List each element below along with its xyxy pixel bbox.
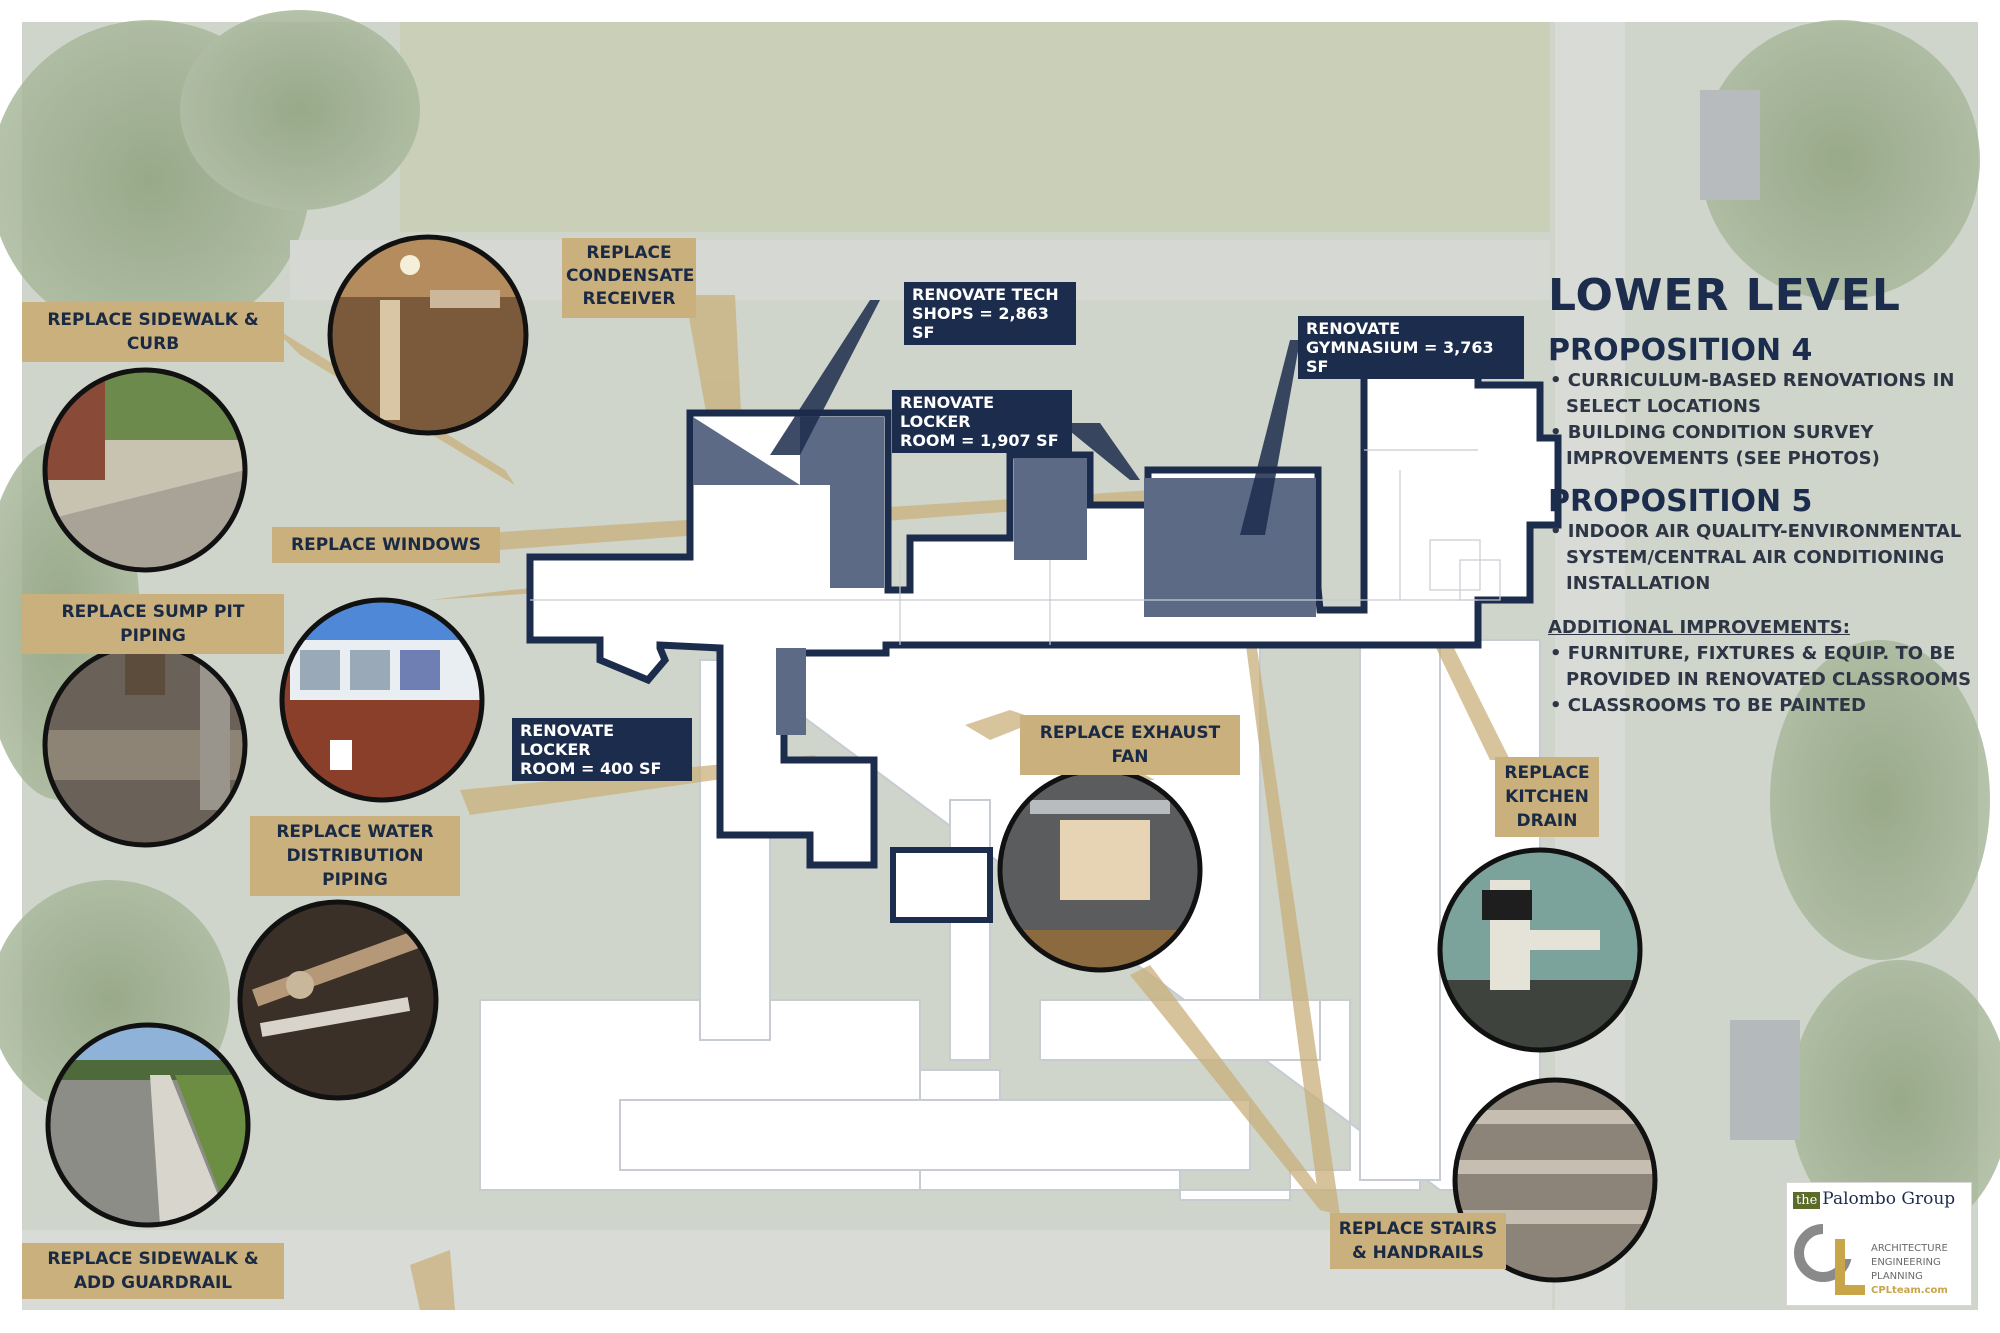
label-kitchen-drain: REPLACE KITCHEN DRAIN [1495,757,1599,837]
label-text: REPLACE [1504,763,1590,783]
label-text: KITCHEN [1505,787,1589,807]
proposition-5-heading: PROPOSITION 5 [1548,484,1813,519]
proposition-5-item: INDOOR AIR QUALITY-ENVIRONMENTAL SYSTEM/… [1548,519,1988,597]
additional-improvements-heading: ADDITIONAL IMPROVEMENTS: [1548,617,1850,638]
photo-sidewalk-curb [45,370,245,570]
photo-windows [282,600,482,800]
additional-item: FURNITURE, FIXTURES & EQUIP. TO BE PROVI… [1548,641,1988,693]
cpl-mark-icon [1794,1219,1865,1295]
label-condensate-receiver: REPLACE CONDENSATE RECEIVER [562,238,696,318]
lower-level-annex [890,847,993,923]
label-text: REPLACE SUMP PIT PIPING [61,602,245,646]
page-title: LOWER LEVEL [1548,270,1901,321]
label-text: RECEIVER [582,289,676,309]
logo-url: CPLteam.com [1871,1285,1948,1296]
renovation-locker-400 [776,648,806,735]
label-text: REPLACE STAIRS [1338,1219,1498,1239]
label-text: ADD GUARDRAIL [73,1273,233,1293]
label-renovate-locker-1907: RENOVATE LOCKER ROOM = 1,907 SF [892,390,1072,453]
label-text: REPLACE SIDEWALK & [47,1249,259,1269]
renovation-tech-shops [693,417,884,588]
label-renovate-tech-shops: RENOVATE TECH SHOPS = 2,863 SF [904,282,1076,345]
label-renovate-gymnasium: RENOVATE GYMNASIUM = 3,763 SF [1298,316,1524,379]
logo-line-3: PLANNING [1871,1271,1923,1282]
label-water-distribution-piping: REPLACE WATER DISTRIBUTION PIPING [250,816,460,896]
proposition-4-item: CURRICULUM-BASED RENOVATIONS IN SELECT L… [1548,368,1988,420]
label-sidewalk-guardrail: REPLACE SIDEWALK & ADD GUARDRAIL [22,1243,284,1299]
proposition-4-item: BUILDING CONDITION SURVEY IMPROVEMENTS (… [1548,420,1988,472]
logo-line-2: ENGINEERING [1871,1257,1941,1268]
additional-item: CLASSROOMS TO BE PAINTED [1548,693,1988,719]
tree-canopy [0,10,2000,1240]
photo-water-piping [240,902,436,1098]
label-renovate-locker-400: RENOVATE LOCKER ROOM = 400 SF [512,718,692,781]
label-sidewalk-curb: REPLACE SIDEWALK & CURB [22,302,284,362]
logo-name: Palombo Group [1822,1189,1956,1209]
renovation-locker-1907 [1014,458,1087,560]
scope-panel: LOWER LEVEL PROPOSITION 4 CURRICULUM-BAS… [1548,270,1988,719]
label-text: DRAIN [1516,811,1578,831]
label-text: DISTRIBUTION PIPING [286,846,424,890]
label-text: REPLACE EXHAUST FAN [1039,723,1221,767]
logo-line-1: ARCHITECTURE [1871,1243,1948,1254]
label-stairs-handrails: REPLACE STAIRS & HANDRAILS [1330,1213,1506,1269]
label-sump-pit-piping: REPLACE SUMP PIT PIPING [22,594,284,654]
label-text: REPLACE [586,243,672,263]
lower-level-plan [526,300,1562,923]
label-text: & HANDRAILS [1351,1243,1485,1263]
proposition-4-heading: PROPOSITION 4 [1548,333,1813,368]
label-exhaust-fan: REPLACE EXHAUST FAN [1020,715,1240,775]
label-text: REPLACE SIDEWALK & CURB [47,310,259,354]
label-text: CONDENSATE [566,266,695,286]
label-windows: REPLACE WINDOWS [272,527,500,563]
photo-condensate-receiver [330,237,526,433]
renovation-gymnasium [1144,478,1316,617]
label-text: REPLACE WINDOWS [290,535,482,555]
label-text: REPLACE WATER [276,822,434,842]
logo-the: the [1793,1192,1821,1209]
